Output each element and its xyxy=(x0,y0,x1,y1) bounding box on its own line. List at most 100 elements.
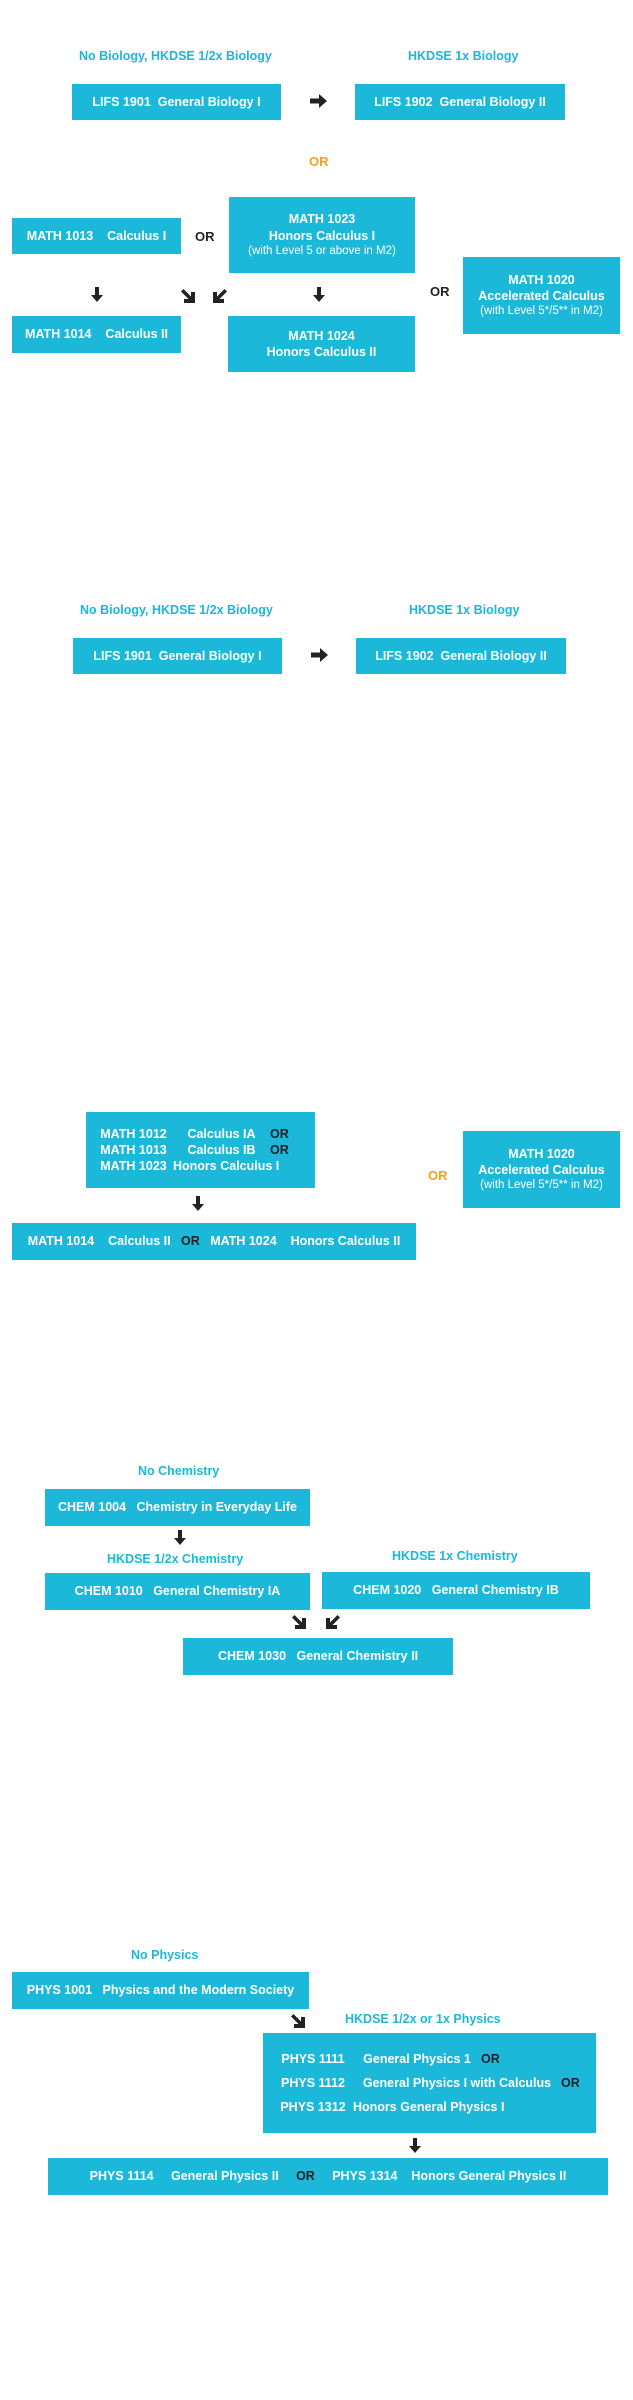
course-code: MATH 1023 xyxy=(288,212,356,227)
bio1-heading-right: HKDSE 1x Biology xyxy=(408,49,519,63)
or-separator: OR xyxy=(181,1234,200,1249)
list-item: PHYS 1112 General Physics I with Calculu… xyxy=(273,2075,596,2091)
course-code: PHYS 1001 xyxy=(26,1983,93,1998)
diagonal-arrow-icon xyxy=(181,289,195,303)
or-separator: OR xyxy=(296,2169,315,2184)
course-title: General Biology I xyxy=(158,648,262,663)
course-chem1004: CHEM 1004 Chemistry in Everyday Life xyxy=(45,1489,310,1526)
course-title: General Physics I with Calculus xyxy=(362,2075,552,2090)
bio2-heading-left: No Biology, HKDSE 1/2x Biology xyxy=(80,603,273,617)
course-prereq: (with Level 5*/5** in M2) xyxy=(480,305,603,318)
course-code: LIFS 1901 xyxy=(93,648,152,663)
course-code: PHYS 1114 xyxy=(89,2169,154,2184)
course-title: Calculus I xyxy=(107,228,167,243)
course-title: General Biology I xyxy=(157,94,261,109)
course-chem1030: CHEM 1030 General Chemistry II xyxy=(183,1638,453,1675)
course-math1020: MATH 1020 Accelerated Calculus (with Lev… xyxy=(463,257,620,334)
or-separator: OR xyxy=(561,2075,580,2090)
course-math1023: MATH 1023 Honors Calculus I (with Level … xyxy=(229,197,415,273)
course-title: Accelerated Calculus xyxy=(478,289,605,304)
down-arrow-icon xyxy=(192,1196,204,1211)
course-title: General Chemistry IA xyxy=(153,1584,281,1599)
course-math1013: MATH 1013 Calculus I xyxy=(12,218,181,254)
list-item: MATH 1012 Calculus IA OR xyxy=(94,1126,315,1142)
course-code: LIFS 1901 xyxy=(92,94,151,109)
list-item: MATH 1023 Honors Calculus I xyxy=(94,1158,315,1174)
course-code: MATH 1024 xyxy=(288,328,355,343)
course-title: Physics and the Modern Society xyxy=(102,1983,295,1998)
course-math1014: MATH 1014 Calculus II xyxy=(12,316,181,353)
course-lifs1902: LIFS 1902 General Biology II xyxy=(355,84,565,120)
diagonal-arrow-icon xyxy=(292,1615,306,1629)
course-code: CHEM 1020 xyxy=(353,1583,422,1598)
course-title: Honors Calculus I xyxy=(268,228,376,243)
course-prereq: (with Level 5*/5** in M2) xyxy=(480,1179,603,1192)
course-title: General Physics II xyxy=(170,2169,279,2184)
list-item: PHYS 1111 General Physics 1 OR xyxy=(273,2051,596,2067)
course-lifs1901: LIFS 1901 General Biology I xyxy=(73,638,282,674)
math-bottom-box: MATH 1014 Calculus II OR MATH 1024 Honor… xyxy=(12,1223,416,1260)
course-code: CHEM 1004 xyxy=(58,1500,127,1515)
course-title: General Chemistry II xyxy=(296,1649,419,1664)
course-code: MATH 1014 xyxy=(27,1234,95,1249)
course-math1020: MATH 1020 Accelerated Calculus (with Lev… xyxy=(463,1131,620,1208)
diagonal-arrow-icon xyxy=(326,1615,340,1629)
chem-heading-none: No Chemistry xyxy=(138,1464,220,1478)
course-lifs1902: LIFS 1902 General Biology II xyxy=(356,638,566,674)
course-title: Calculus II xyxy=(108,1234,171,1249)
down-arrow-icon xyxy=(174,1530,186,1545)
course-title: Calculus II xyxy=(105,327,168,342)
course-code: MATH 1013 xyxy=(26,228,94,243)
diagonal-arrow-icon xyxy=(291,2014,305,2028)
course-code: MATH 1020 xyxy=(508,272,575,287)
course-code: PHYS 1312 xyxy=(280,2100,346,2115)
phys-bottom-box: PHYS 1114 General Physics II OR PHYS 131… xyxy=(48,2158,608,2195)
course-code: PHYS 1314 xyxy=(332,2169,398,2184)
course-title: Calculus IA xyxy=(187,1126,256,1141)
course-title: General Physics 1 xyxy=(363,2051,471,2066)
bio1-heading-left: No Biology, HKDSE 1/2x Biology xyxy=(79,49,272,63)
course-code: CHEM 1030 xyxy=(217,1649,287,1664)
phys-heading-none: No Physics xyxy=(131,1948,199,1962)
phys-heading-half: HKDSE 1/2x or 1x Physics xyxy=(345,2012,501,2026)
course-code: PHYS 1112 xyxy=(281,2075,345,2090)
course-code: MATH 1013 xyxy=(100,1142,167,1157)
course-title: Honors General Physics I xyxy=(353,2100,505,2115)
course-chem1020: CHEM 1020 General Chemistry IB xyxy=(322,1572,590,1609)
right-arrow-icon xyxy=(310,94,327,108)
course-title: Chemistry in Everyday Life xyxy=(136,1500,297,1515)
course-title: Accelerated Calculus xyxy=(478,1163,605,1178)
course-math1024: MATH 1024 Honors Calculus II xyxy=(228,316,415,372)
diagonal-arrow-icon xyxy=(213,289,227,303)
or-separator: OR xyxy=(430,284,450,299)
chem-heading-half: HKDSE 1/2x Chemistry xyxy=(107,1552,244,1566)
course-title: Honors Calculus II xyxy=(266,345,377,359)
or-separator: OR xyxy=(309,154,329,169)
course-prereq: (with Level 5 or above in M2) xyxy=(248,244,396,257)
list-item: PHYS 1312 Honors General Physics I xyxy=(273,2099,596,2115)
course-code: PHYS 1111 xyxy=(281,2051,345,2066)
chem-heading-one: HKDSE 1x Chemistry xyxy=(392,1549,518,1563)
course-code: MATH 1023 xyxy=(100,1159,167,1174)
course-phys1001: PHYS 1001 Physics and the Modern Society xyxy=(12,1972,309,2009)
course-title: General Chemistry IB xyxy=(431,1583,559,1598)
right-arrow-icon xyxy=(311,648,328,662)
course-code: CHEM 1010 xyxy=(74,1584,143,1599)
list-item: MATH 1013 Calculus IB OR xyxy=(94,1142,315,1158)
course-title: General Biology II xyxy=(439,94,546,109)
or-separator: OR xyxy=(428,1168,448,1183)
course-title: Honors Calculus II xyxy=(290,1234,401,1249)
course-title: Calculus IB xyxy=(187,1142,256,1157)
course-code: MATH 1024 xyxy=(210,1234,277,1249)
course-title: General Biology II xyxy=(440,648,547,663)
down-arrow-icon xyxy=(313,287,325,302)
course-code: LIFS 1902 xyxy=(375,648,434,663)
phys-list-box: PHYS 1111 General Physics 1 OR PHYS 1112… xyxy=(263,2033,596,2133)
or-separator: OR xyxy=(270,1142,289,1157)
course-code: MATH 1012 xyxy=(100,1126,167,1141)
course-title: Honors Calculus I xyxy=(173,1159,280,1174)
course-code: MATH 1020 xyxy=(508,1146,575,1161)
math-list-box: MATH 1012 Calculus IA OR MATH 1013 Calcu… xyxy=(86,1112,315,1188)
course-lifs1901: LIFS 1901 General Biology I xyxy=(72,84,281,120)
or-separator: OR xyxy=(195,229,215,244)
